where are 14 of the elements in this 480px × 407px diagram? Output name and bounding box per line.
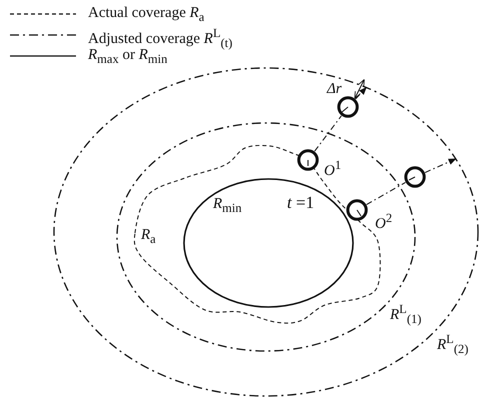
legend-text: Actual coverage R$_{a}$ xyxy=(88,6,204,24)
point-label: O$^{1}$ xyxy=(324,159,342,179)
sensor-circle xyxy=(404,166,426,188)
sensor-circle xyxy=(337,96,359,118)
outer-coverage-ellipse xyxy=(53,67,479,397)
point-label: O$^{2}$ xyxy=(375,212,392,232)
step-label: t =1 xyxy=(287,194,314,211)
dimension-label: Δr xyxy=(327,82,342,97)
legend-text: R$_{max}$ or R$_{min}$ xyxy=(88,48,168,66)
minimum-range-ellipse xyxy=(183,178,354,308)
direction-ray xyxy=(355,86,367,100)
direction-ray xyxy=(424,158,456,174)
range-label: R$_{a}$ xyxy=(141,228,156,246)
range-label: R$_{min}$ xyxy=(213,197,242,214)
